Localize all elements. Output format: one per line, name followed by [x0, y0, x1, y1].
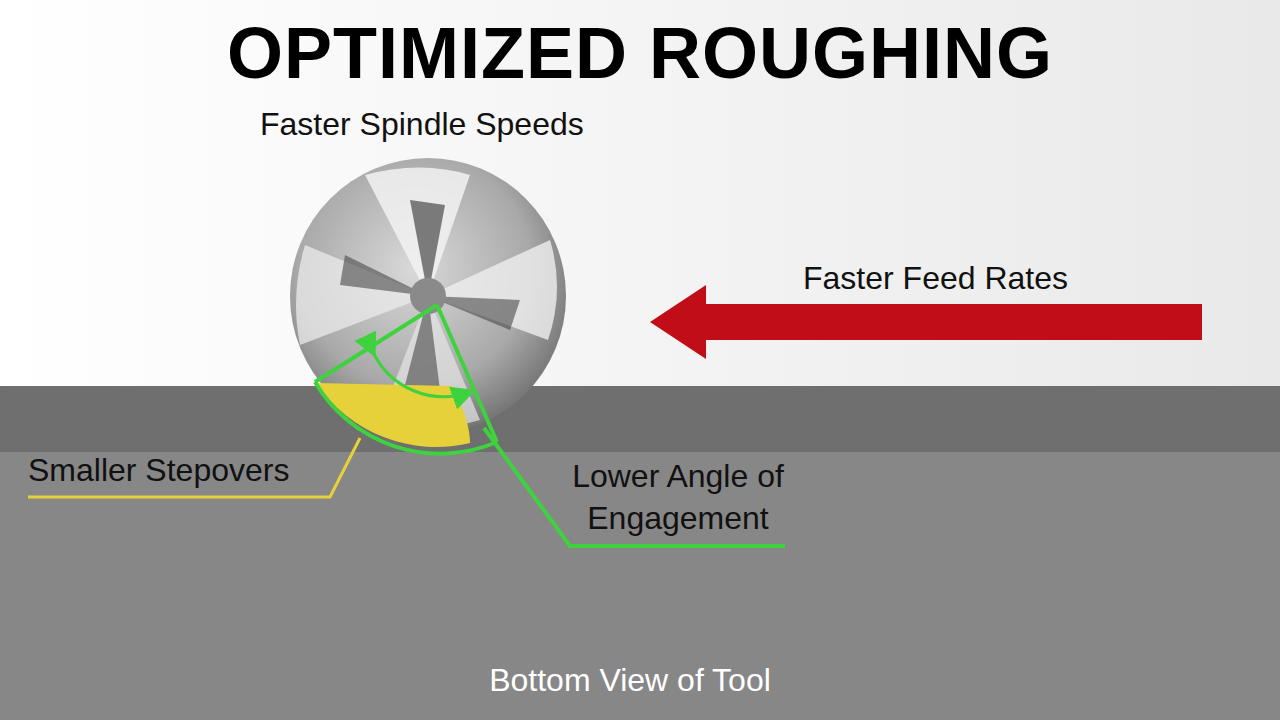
label: Bottom View of Tool: [489, 660, 771, 702]
workpiece-band: [0, 386, 1280, 452]
label: Lower Angle of Engagement: [533, 456, 823, 539]
feed-arrow: [650, 285, 1202, 359]
label: Faster Spindle Speeds: [260, 104, 584, 146]
background: [0, 0, 1280, 386]
label: Smaller Stepovers: [28, 450, 289, 492]
workpiece: [0, 386, 1280, 720]
engagement-wedge: [315, 305, 497, 454]
leader-line: [28, 438, 360, 497]
title: OPTIMIZED ROUGHING: [0, 12, 1280, 94]
label: Faster Feed Rates: [803, 258, 1068, 300]
